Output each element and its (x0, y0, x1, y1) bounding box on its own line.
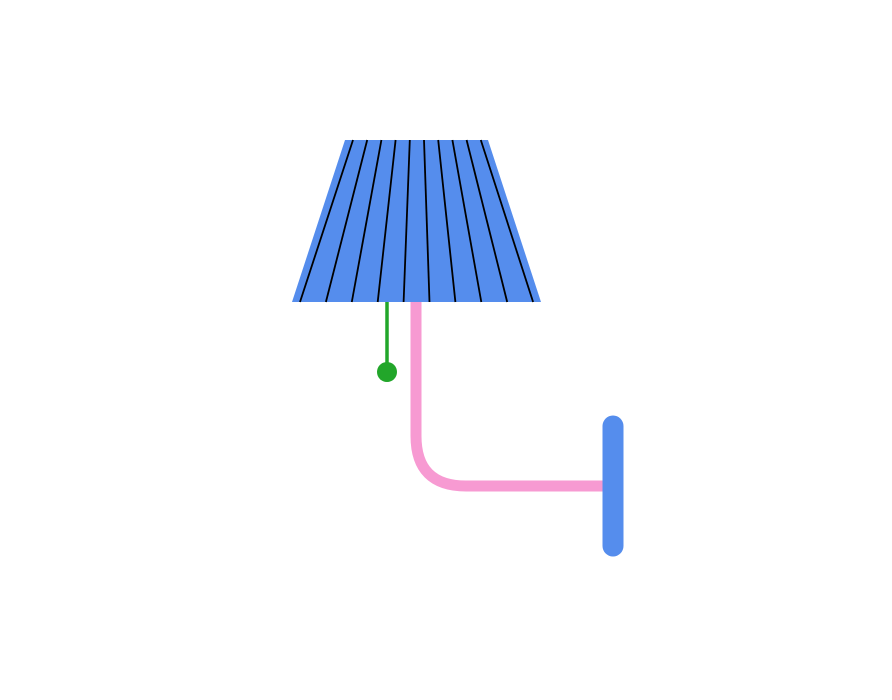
shade-pleat-line (465, 139, 509, 303)
shade-pleat-line (325, 139, 369, 303)
shade-pleat-line (350, 139, 383, 303)
shade-pleats (299, 139, 534, 303)
pull-cord-knob (377, 362, 397, 382)
shade-pleat-line (437, 139, 457, 303)
lamp-shade (292, 140, 541, 302)
shade-pleat-line (376, 139, 397, 303)
shade-pleat-line (479, 139, 534, 303)
shade-pleat-line (451, 139, 483, 303)
shade-pleat-line (402, 139, 411, 303)
shade-pleat-line (299, 139, 354, 303)
lamp-arm (410, 302, 613, 492)
shade-pleat-line (423, 139, 431, 303)
